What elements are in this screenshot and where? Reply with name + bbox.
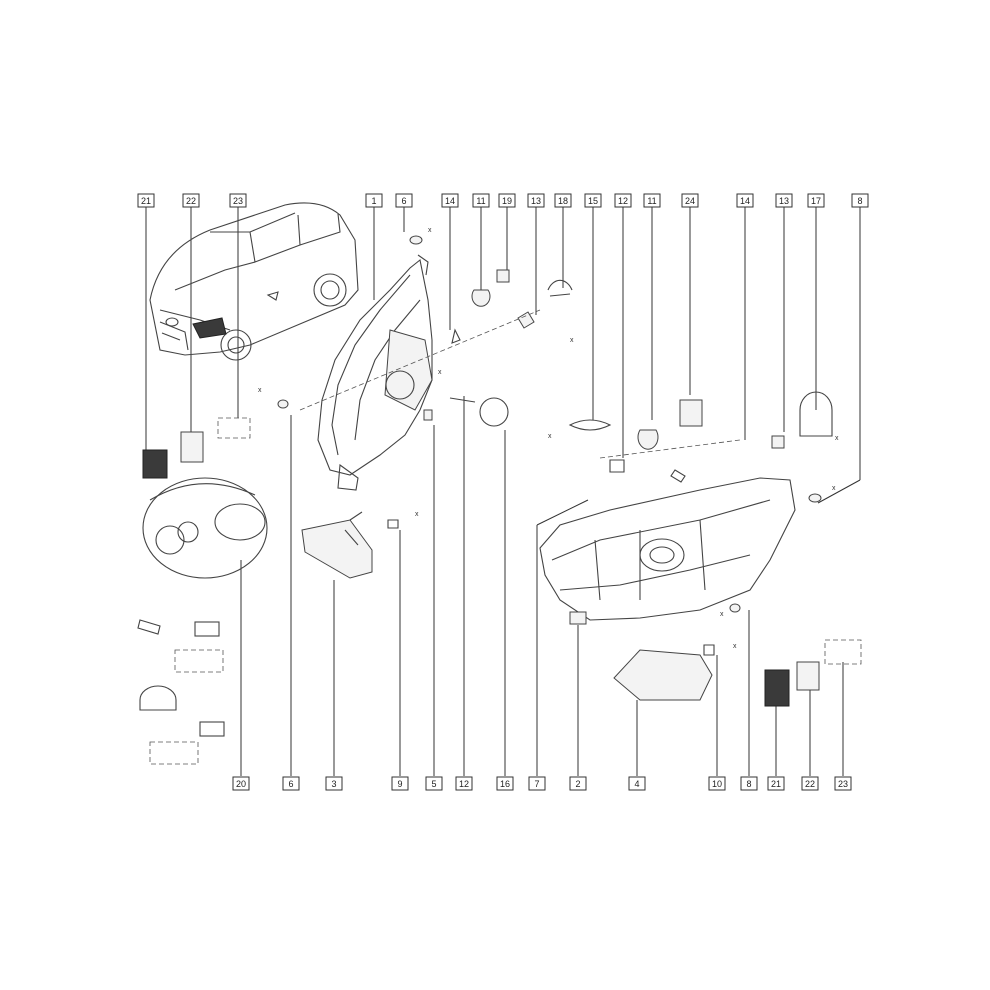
- callout: 19: [498, 193, 516, 208]
- callout-label: 5: [431, 779, 436, 789]
- callout-label: 14: [445, 196, 455, 206]
- x-markings: x x x x x x x x x x: [258, 227, 839, 650]
- callout-label: 15: [588, 196, 598, 206]
- callouts-bottom: 20 6 3 9 5 12 16 7 2 4 10 8 21 22 23: [232, 776, 852, 791]
- x-mark: x: [438, 369, 442, 376]
- x-mark: x: [428, 227, 432, 234]
- callout: 22: [182, 193, 200, 208]
- callout-label: 7: [534, 779, 539, 789]
- callout-label: 11: [476, 196, 485, 206]
- callout: 12: [614, 193, 632, 208]
- vehicle-illustration: [149, 202, 359, 361]
- bulbs-left: [137, 619, 225, 765]
- callout: 23: [229, 193, 247, 208]
- x-mark: x: [733, 643, 737, 650]
- left-hardware: [277, 235, 612, 431]
- callout: 11: [472, 193, 490, 208]
- callout-label: 21: [771, 779, 781, 789]
- callout: 7: [528, 776, 546, 791]
- callout-label: 22: [805, 779, 815, 789]
- x-mark: x: [832, 485, 836, 492]
- callout: 11: [643, 193, 661, 208]
- x-mark: x: [720, 611, 724, 618]
- bulb-kit-housing: [142, 477, 268, 579]
- callout-label: 13: [779, 196, 789, 206]
- callout-label: 9: [397, 779, 402, 789]
- callout-label: 24: [685, 196, 695, 206]
- callout: 6: [282, 776, 300, 791]
- x-mark: x: [415, 511, 419, 518]
- callout-label: 8: [857, 196, 862, 206]
- callout-label: 17: [811, 196, 821, 206]
- drl-module-left: [301, 511, 399, 579]
- callout: 13: [775, 193, 793, 208]
- callout: 20: [232, 776, 250, 791]
- callouts-top: 21 22 23 1 6 14 11 19 13 18 15 12 11 24 …: [137, 193, 869, 208]
- callout-label: 2: [575, 779, 580, 789]
- callout: 5: [425, 776, 443, 791]
- right-modules: [764, 639, 862, 707]
- callout-label: 23: [838, 779, 848, 789]
- callout: 18: [554, 193, 572, 208]
- callout: 22: [801, 776, 819, 791]
- callout-label: 23: [233, 196, 243, 206]
- callout: 15: [584, 193, 602, 208]
- callout: 21: [767, 776, 785, 791]
- x-mark: x: [835, 435, 839, 442]
- callout: 17: [807, 193, 825, 208]
- callout: 2: [569, 776, 587, 791]
- callout: 9: [391, 776, 409, 791]
- callout: 14: [441, 193, 459, 208]
- right-hardware: [599, 391, 833, 613]
- leader-lines: [145, 206, 861, 776]
- callout-label: 8: [746, 779, 751, 789]
- left-modules: [142, 417, 251, 479]
- callout-label: 6: [401, 196, 406, 206]
- callout: 24: [681, 193, 699, 208]
- x-mark: x: [258, 387, 262, 394]
- callout: 23: [834, 776, 852, 791]
- callout-label: 13: [531, 196, 541, 206]
- callout-label: 4: [634, 779, 639, 789]
- callout-label: 21: [141, 196, 151, 206]
- callout-label: 6: [288, 779, 293, 789]
- callout-label: 12: [459, 779, 469, 789]
- callout-label: 3: [331, 779, 336, 789]
- callout-label: 10: [712, 779, 722, 789]
- callout: 8: [851, 193, 869, 208]
- callout: 16: [496, 776, 514, 791]
- callout-label: 11: [647, 196, 656, 206]
- x-mark: x: [570, 337, 574, 344]
- callout: 6: [395, 193, 413, 208]
- left-headlamp-assembly: [317, 254, 433, 491]
- callout: 13: [527, 193, 545, 208]
- x-mark: x: [548, 433, 552, 440]
- callout-label: 20: [236, 779, 246, 789]
- callout: 21: [137, 193, 155, 208]
- callout: 14: [736, 193, 754, 208]
- callout-label: 12: [618, 196, 628, 206]
- callout-label: 1: [371, 196, 376, 206]
- callout: 4: [628, 776, 646, 791]
- callout-label: 18: [558, 196, 568, 206]
- callout: 12: [455, 776, 473, 791]
- callout-label: 19: [502, 196, 512, 206]
- right-headlamp-assembly: [539, 477, 796, 625]
- callout: 10: [708, 776, 726, 791]
- callout-label: 22: [186, 196, 196, 206]
- callout-label: 16: [500, 779, 510, 789]
- callout: 3: [325, 776, 343, 791]
- drl-module-right: [613, 644, 715, 701]
- callout: 8: [740, 776, 758, 791]
- callout: 1: [365, 193, 383, 208]
- callout-label: 14: [740, 196, 750, 206]
